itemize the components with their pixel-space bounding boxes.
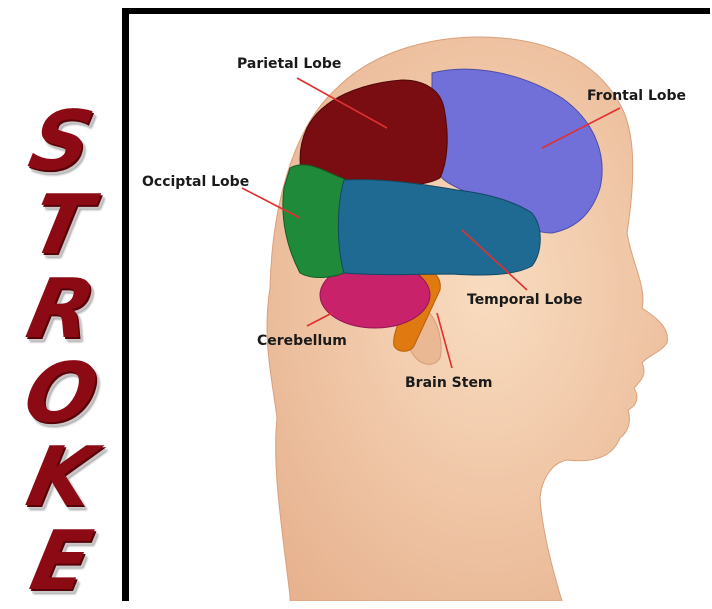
stroke-letter-e: E	[0, 520, 131, 604]
label-brain-stem: Brain Stem	[405, 375, 493, 391]
stroke-letter-r: R	[0, 268, 131, 352]
brain-diagram: Parietal Lobe Frontal Lobe Occiptal Lobe…	[122, 8, 710, 601]
label-temporal-lobe: Temporal Lobe	[467, 292, 583, 308]
stroke-letter-o: O	[0, 352, 131, 436]
stroke-letter-t: T	[0, 184, 131, 268]
label-frontal-lobe: Frontal Lobe	[587, 88, 686, 104]
label-parietal-lobe: Parietal Lobe	[237, 56, 341, 72]
stroke-banner: S T R O K E	[0, 100, 122, 604]
label-cerebellum: Cerebellum	[257, 333, 347, 349]
label-occipital-lobe: Occiptal Lobe	[142, 174, 249, 190]
stroke-letter-s: S	[0, 100, 131, 184]
stroke-letter-k: K	[0, 436, 131, 520]
